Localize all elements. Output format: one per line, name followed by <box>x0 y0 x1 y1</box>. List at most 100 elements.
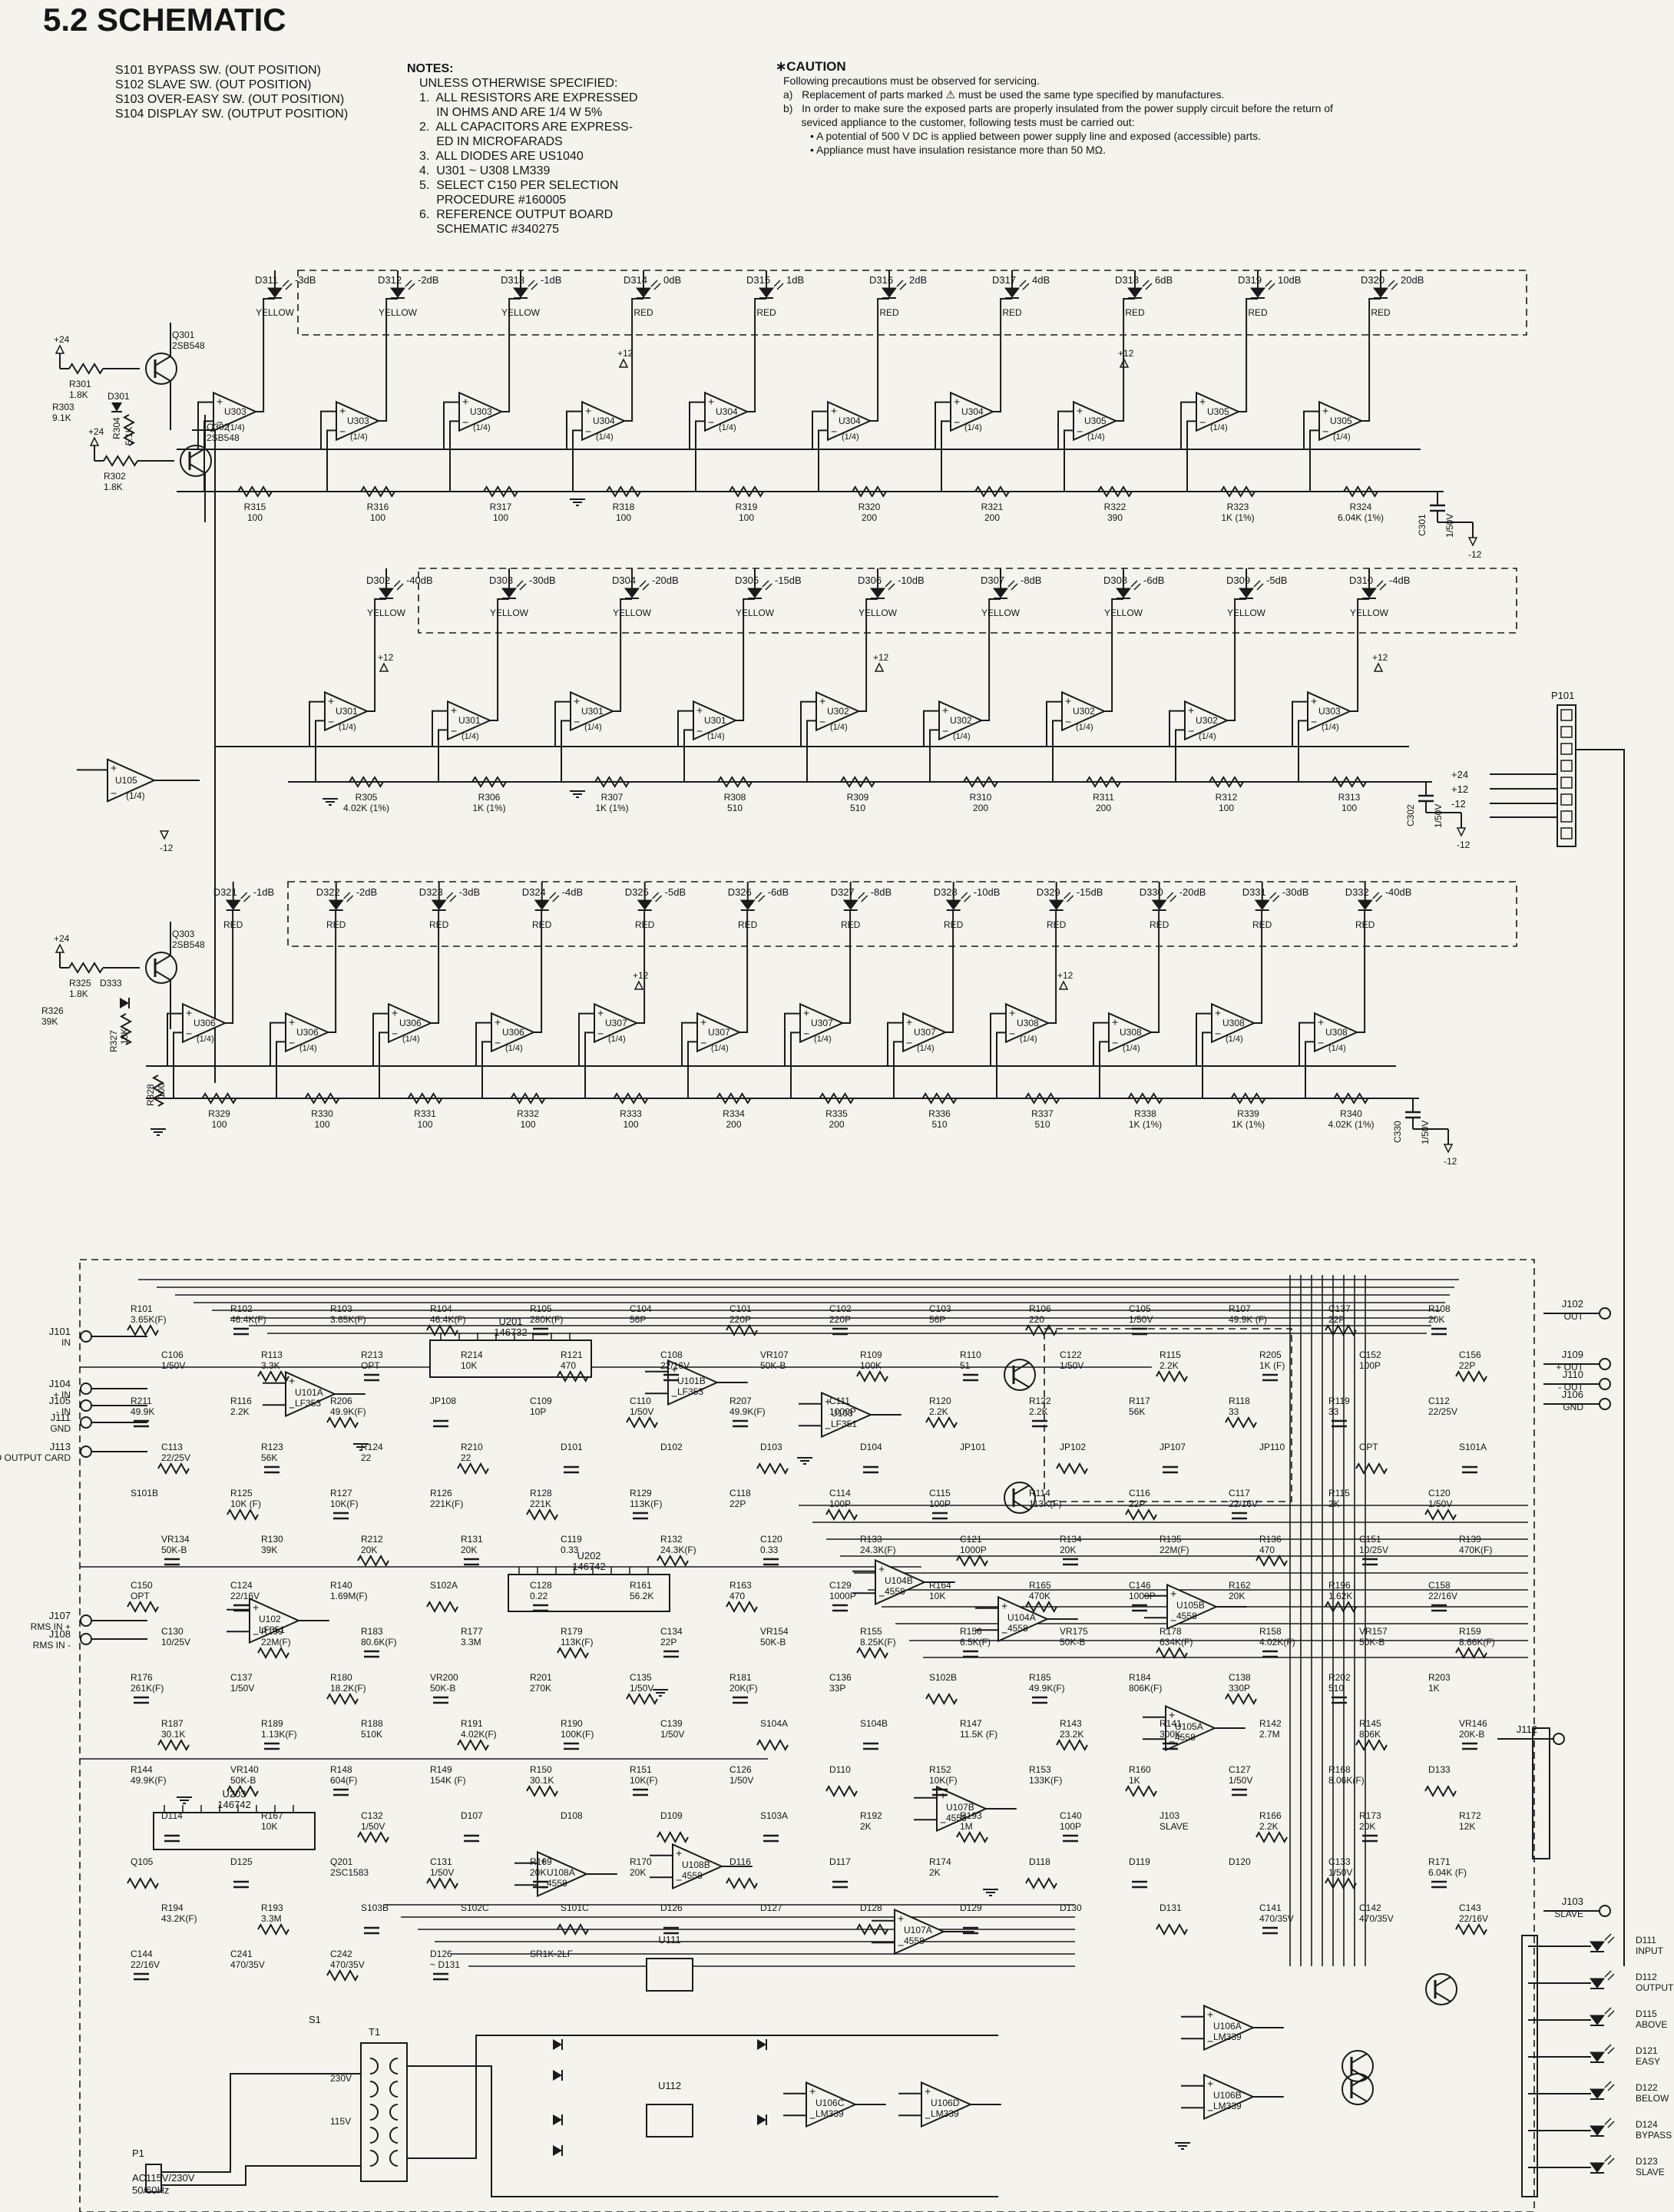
led-db-level: -4dB <box>1389 575 1410 586</box>
part-value: 11.5K (F) <box>960 1729 997 1740</box>
part-ref: R174 <box>929 1856 951 1867</box>
mains-voltage: AC115V/230V <box>132 2172 195 2184</box>
led-color: YELLOW <box>501 307 541 318</box>
op-amp-plus-pin: + <box>676 1846 682 1859</box>
part-ref: D119 <box>1129 1856 1150 1867</box>
comparator-ref: U306 <box>296 1027 319 1038</box>
led-arrow-icon <box>1607 2010 1615 2018</box>
part-value: 22P <box>1129 1498 1145 1509</box>
part-value: 280K(F) <box>530 1314 563 1325</box>
indicator-label: OUTPUT <box>1636 1982 1674 1993</box>
resistor <box>1127 1092 1163 1104</box>
op-amp-plus-pin: + <box>253 1601 259 1613</box>
op-amp-plus-pin: + <box>906 1015 912 1028</box>
part-value: 221K <box>530 1498 551 1509</box>
led-db-level: 10dB <box>1278 274 1301 286</box>
resistor-value: 1K (1%) <box>595 803 628 813</box>
resistor-ref: R330 <box>311 1108 333 1119</box>
op-amp-symbol <box>950 391 995 432</box>
supply-rail-icon <box>89 436 100 446</box>
op-amp-symbol <box>581 400 627 442</box>
resistor-value: 1.8K <box>69 389 88 400</box>
part-ref: R183 <box>361 1626 383 1637</box>
part-ref: C102 <box>829 1303 852 1314</box>
led-db-level: -10dB <box>974 886 1001 898</box>
wire <box>167 1012 183 1066</box>
part-ref: D127 <box>760 1902 782 1913</box>
part-ref: C139 <box>660 1718 683 1729</box>
part-value: 2.2K <box>1029 1406 1048 1417</box>
led-db-level: -2dB <box>418 274 438 286</box>
part-ref: D126 <box>430 1949 452 1959</box>
led-color: YELLOW <box>256 307 295 318</box>
op-amp-symbol <box>213 391 258 432</box>
led-color: RED <box>1252 919 1272 930</box>
part-value: 24.3K(F) <box>860 1545 896 1555</box>
indicator-label: BYPASS <box>1636 2130 1672 2141</box>
resistor-value: 100 <box>370 512 385 523</box>
resistor <box>1343 485 1378 498</box>
part-ref: R117 <box>1129 1396 1150 1406</box>
part-ref: C150 <box>131 1580 153 1591</box>
plug-ref: P1 <box>132 2147 144 2159</box>
part-ref: R153 <box>1029 1764 1051 1775</box>
led-arrow-icon <box>1607 2121 1615 2128</box>
comparator-ref: U303 <box>347 416 369 426</box>
resistor-ref: R303 <box>52 402 74 412</box>
comparator-ref: U305 <box>1207 406 1229 417</box>
resistor-value: 1K (1%) <box>1232 1119 1265 1130</box>
part-ref: C158 <box>1428 1580 1451 1591</box>
resistor <box>127 1323 159 1337</box>
mains-plug-icon <box>145 2164 162 2193</box>
amp-ref: U103 <box>831 1408 853 1419</box>
resistor-ref: R312 <box>1216 792 1238 803</box>
wire <box>326 429 336 492</box>
transistor-icon <box>1351 2091 1368 2102</box>
led-ref: D313 <box>501 274 524 286</box>
resistor <box>974 485 1010 498</box>
note-line: 6. REFERENCE OUTPUT BOARD <box>419 208 614 221</box>
part-value: 1/50V <box>230 1683 254 1694</box>
part-ref: R184 <box>1129 1672 1151 1683</box>
resistor-ref: R329 <box>208 1108 230 1119</box>
led-arrow-icon <box>755 892 763 899</box>
op-amp-symbol <box>1005 1002 1050 1044</box>
wire <box>276 1041 286 1098</box>
op-amp-symbol <box>921 2081 973 2128</box>
led-ref: D324 <box>522 886 546 898</box>
connector-ref: J113 <box>50 1441 71 1452</box>
part-value: 1/50V <box>1428 1498 1452 1509</box>
resistor-value: 200 <box>984 512 1000 523</box>
led-arrow-icon <box>1604 2154 1612 2162</box>
amp-part: 4558 <box>904 1936 925 1946</box>
led-arrow-icon <box>343 892 351 899</box>
part-value: 1/50V <box>430 1867 454 1878</box>
resistor <box>1025 1600 1057 1614</box>
op-amp-symbol <box>815 690 861 732</box>
amp-part: 4558 <box>885 1586 905 1597</box>
resistor <box>856 1922 888 1936</box>
part-value: 51 <box>960 1360 971 1371</box>
led-db-level: -2dB <box>356 886 377 898</box>
part-ref: R123 <box>261 1442 283 1452</box>
led-arrow-icon <box>1011 583 1018 591</box>
wire <box>687 1041 697 1098</box>
resistor-ref: R323 <box>1227 502 1249 512</box>
transistor-icon <box>1342 2073 1374 2105</box>
note-line: SCHEMATIC #340275 <box>419 223 559 236</box>
part-value: 50K-B <box>760 1360 786 1371</box>
resistor-value: 200 <box>1096 803 1111 813</box>
part-value: 56K <box>1129 1406 1145 1417</box>
amp-ref: U106D <box>931 2098 960 2108</box>
resistor-value: 510 <box>727 803 743 813</box>
part-ref: C129 <box>829 1580 852 1591</box>
component-labels: D311-3dBYELLOW+−U303(1/4)R315100D312-2dB… <box>0 274 1674 2196</box>
led-icon <box>1357 899 1373 910</box>
dashed-board-outline <box>418 568 1517 634</box>
part-value: OPT <box>361 1360 380 1371</box>
op-amp-plus-pin: + <box>1318 1015 1324 1028</box>
part-ref: R196 <box>1328 1580 1351 1591</box>
part-ref: R113 <box>261 1349 283 1360</box>
wire <box>270 1022 286 1066</box>
led-arrow-icon <box>1019 280 1027 287</box>
